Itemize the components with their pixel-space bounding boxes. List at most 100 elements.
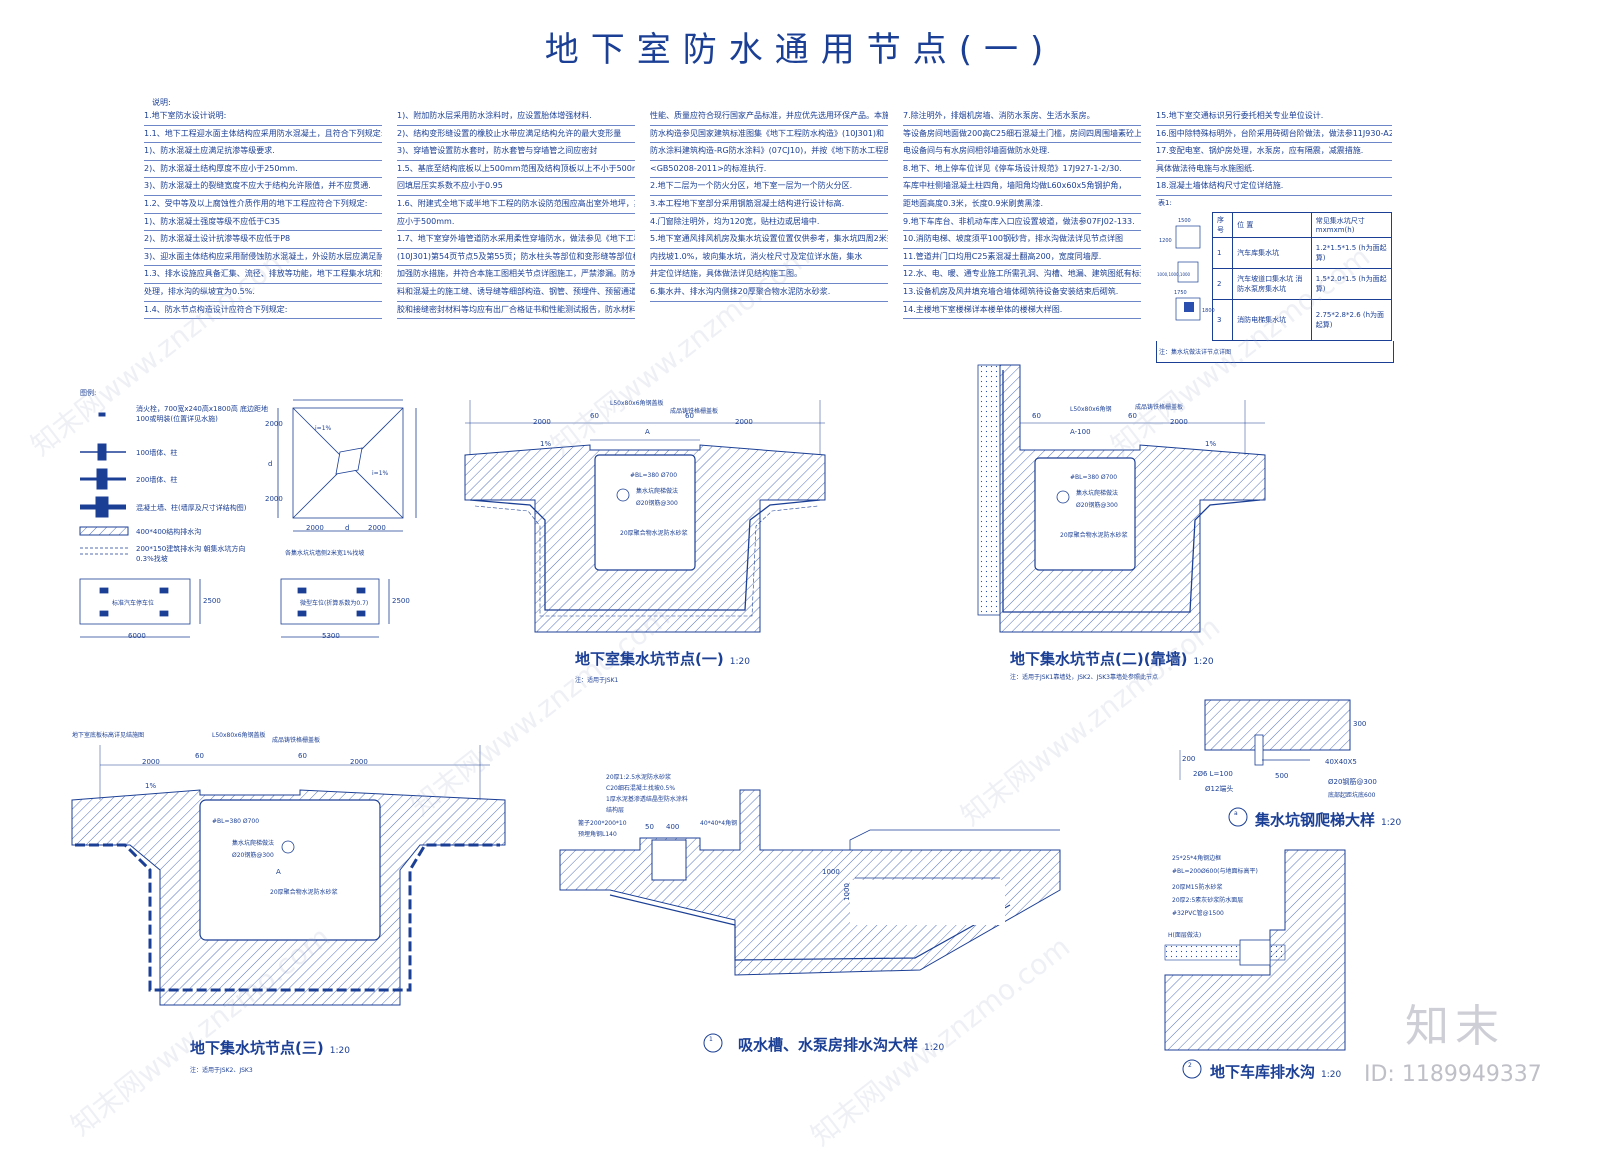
trench-ann-5: #32PVC管@1500 xyxy=(1172,910,1224,917)
note-line: 3)、迎水面主体结构应采用耐侵蚀防水混凝土，外设防水层应满足耐腐蚀要求. xyxy=(144,249,382,267)
parking-micro-label: 微型车位(折算系数为0.7) xyxy=(300,600,369,607)
note-line: 距地面高度0.3米，长度0.9米刷黄黑漆. xyxy=(903,196,1141,214)
ladder-dim-200: 200 xyxy=(1182,755,1196,763)
parking-stalls xyxy=(79,578,390,638)
pit-row-size: 1.2*1.5*1.5 (h为面起算) xyxy=(1310,237,1393,269)
note-line: 17.变配电室、锅炉房处理，水泵房，应有隔震，减震措施. xyxy=(1156,143,1392,161)
detail-2-dim-60a: 60 xyxy=(1032,412,1041,420)
note-line: 16.图中除特殊标明外，台阶采用砖砌台阶做法，做法参11J930-A22-1. xyxy=(1156,126,1392,144)
pit-sketch-dim-5: 1800 xyxy=(1202,308,1215,314)
note-line: 1.3、排水设施应具备汇集、流径、排放等功能，地下工程集水坑和排水沟应做防水 xyxy=(144,266,382,284)
note-line: 12.水、电、暖、通专业施工所需孔洞、沟槽、地漏、建筑图纸有标注只为位置示意. xyxy=(903,266,1141,284)
note-line: <GB50208-2011>的标准执行. xyxy=(650,161,888,179)
sump-scale: 1:20 xyxy=(924,1043,945,1053)
note-line: 2)、防水混凝土结构厚度不应小于250mm. xyxy=(144,161,382,179)
sump-dim-50: 50 xyxy=(645,823,654,831)
note-line: 15.地下室交通标识另行委托相关专业单位设计. xyxy=(1156,108,1392,126)
pit-row-size: 1.5*2.0*1.5 (h为面起算) xyxy=(1310,268,1393,300)
slope-plan xyxy=(277,399,417,532)
sump-ann-5: 篦子200*200*10 xyxy=(578,820,627,827)
notes-column-1: 1.地下室防水设计说明:1.1、地下工程迎水面主体结构应采用防水混凝土，且符合下… xyxy=(144,108,382,320)
note-line: 胶和接缝密封材料等均应有出厂合格证书和性能测试报告，防水材料的质量、 xyxy=(397,302,635,320)
note-line: 1.5、基底至结构底板以上500mm范围及结构顶板以上不小于500mm范围的 xyxy=(397,161,635,179)
note-line: 等设备房间地面做200高C25细石混凝土门槛，房间四周围墙素砼上翻200高. xyxy=(903,126,1141,144)
ladder-dim-end: Ø12端头 xyxy=(1205,785,1234,793)
note-line: 性能、质量应符合现行国家产品标准，并应优先选用环保产品。本施工图未表示的 xyxy=(650,108,888,126)
detail-2-section xyxy=(977,364,1266,633)
detail-3-dim-right: 2000 xyxy=(350,758,368,766)
ladder-label-text: 集水坑钢爬梯大样 xyxy=(1255,811,1376,829)
table-row: 3 消防电梯集水坑 2.75*2.8*2.6 (h为面起算) xyxy=(1211,299,1393,341)
detail-3-grate-label: 成品铸铁格栅盖板 xyxy=(272,737,321,744)
sump-dim-400: 400 xyxy=(666,823,680,831)
sump-ann-4: 结构层 xyxy=(606,807,625,814)
legend-item-concrete-wall: 混凝土墙、柱(墙厚及尺寸详结构图) xyxy=(136,504,247,512)
note-line: 1.2、受中等及以上腐蚀性介质作用的地下工程应符合下列规定: xyxy=(144,196,382,214)
pit-row-position: 消防电梯集水坑 xyxy=(1232,299,1312,341)
detail-3-ladder-label: 集水坑爬梯做法 xyxy=(232,840,275,847)
note-line: 9.地下车库台、非机动车库入口应设置坡道，做法参07FJ02-133. xyxy=(903,214,1141,232)
note-line: 10.消防电梯、坡度须平100钢砂背，排水沟做法详见节点详图 xyxy=(903,231,1141,249)
detail-3-floor-note: 地下室底板标高详见结施图 xyxy=(72,732,145,739)
drawing-canvas xyxy=(71,364,1351,1079)
sump-ann-2: C20细石混凝土找坡0.5% xyxy=(606,785,676,792)
sump-number-circle xyxy=(703,1033,723,1053)
notes-column-5: 15.地下室交通标识另行委托相关专业单位设计.16.图中除特殊标明外，台阶采用砖… xyxy=(1156,108,1392,196)
note-line: (10J301)第54页节点5及第55页；防水柱头等部位和变形缝等部位构造，应 xyxy=(397,249,635,267)
parking-normal-label: 标准汽车停车位 xyxy=(112,600,155,607)
note-line: 1.7、地下室穿外墙管道防水采用柔性穿墙防水，做法参见《地下工程防水构造》 xyxy=(397,231,635,249)
note-line: 防水构造参见国家建筑标准图集《地下工程防水构造》(10J301)和《聚合物水泥 xyxy=(650,126,888,144)
detail-1-rebar-label: Ø20钢筋@300 xyxy=(636,500,678,507)
detail-3-scale: 1:20 xyxy=(329,1046,350,1056)
detail-3-label: 地下集水坑节点(三)1:20 xyxy=(190,1037,350,1058)
detail-3-dim-60a: 60 xyxy=(195,752,204,760)
detail-3-note: 注：适用于JSK2、JSK3 xyxy=(190,1067,253,1074)
pit-row-position: 汽车库集水坑 xyxy=(1232,237,1312,269)
parking-normal-width: 6000 xyxy=(128,632,146,640)
detail-3-slope: 1% xyxy=(145,782,157,790)
note-line: 4.门窗除注明外，均为120宽，贴柱边或居墙中. xyxy=(650,214,888,232)
pit-table-footnote: 注：集水坑做法详节点详图 xyxy=(1156,341,1394,363)
sump-number: 1 xyxy=(709,1036,713,1043)
detail-1-slope: 1% xyxy=(540,440,552,448)
sump-label-text: 吸水槽、水泵房排水沟大样 xyxy=(738,1036,919,1054)
table-row: 2 汽车坡道口集水坑 消防水泵房集水坑 1.5*2.0*1.5 (h为面起算) xyxy=(1211,268,1393,300)
pit-table-header-pos: 位 置 xyxy=(1232,212,1312,238)
legend-graphics xyxy=(79,412,129,555)
note-line: 11.管道井门口均用C25素混凝土翻高200，宽度同墙厚. xyxy=(903,249,1141,267)
sump-dim-angle: 40*40*4角钢 xyxy=(700,820,738,827)
note-line: 3.本工程地下室部分采用钢筋混凝土结构进行设计标高. xyxy=(650,196,888,214)
ladder-dim-300: 300 xyxy=(1353,720,1367,728)
pit-row-no: 3 xyxy=(1211,299,1234,341)
note-line: 1)、防水混凝土应满足抗渗等级要求. xyxy=(144,143,382,161)
pit-size-table: 表1: 1500 1200 1000,1000,1000 1750 1800 序… xyxy=(1156,196,1394,363)
note-line: 1)、防水混凝土强度等级不应低于C35 xyxy=(144,214,382,232)
slope-plan-slope-top: i=1% xyxy=(315,425,332,432)
slope-plan-dim-1: 2000 xyxy=(265,420,283,428)
note-line: 1)、附加防水层采用防水涂料时，应设置胎体增强材料. xyxy=(397,108,635,126)
detail-2-dim-right: 2000 xyxy=(1170,418,1188,426)
ladder-dim-bottom: 底部起距坑底600 xyxy=(1328,792,1376,799)
slope-plan-dim-5: d xyxy=(345,524,350,532)
ladder-scale: 1:20 xyxy=(1381,818,1402,828)
detail-1-section xyxy=(464,400,826,633)
legend-item-100-wall: 100墙体、柱 xyxy=(136,449,178,457)
legend-item-hydrant: 消火栓，700宽x240高x1800高 底边距地100或明装(位置详见水施) xyxy=(136,405,269,423)
note-line: 2)、防水混凝土设计抗渗等级不应低于P8 xyxy=(144,231,382,249)
sump-dim-1000-v: 1000 xyxy=(842,883,851,901)
parking-normal-height: 2500 xyxy=(203,597,221,605)
slope-plan-dim-2: d xyxy=(268,460,273,468)
slope-plan-dim-4: 2000 xyxy=(306,524,324,532)
notes-column-3: 性能、质量应符合现行国家产品标准，并应优先选用环保产品。本施工图未表示的防水构造… xyxy=(650,108,888,302)
note-line: 回填层压实系数不应小于0.95 xyxy=(397,178,635,196)
note-line: 防水涂料建筑构造-RG防水涂料》(07CJ10)，并按《地下防水工程质量验收规范… xyxy=(650,143,888,161)
detail-1-dim-60a: 60 xyxy=(590,412,599,420)
slope-plan-dim-6: 2000 xyxy=(368,524,386,532)
note-line: 料和混凝土的施工缝、诱导缝等细部构造、钢管、预埋件、预留通道接头、桩头、 xyxy=(397,284,635,302)
detail-2-ladder-label: 集水坑爬梯做法 xyxy=(1076,490,1119,497)
pit-sketch-dim-3: 1000,1000,1000 xyxy=(1157,272,1191,277)
pit-sketch-dim-1: 1500 xyxy=(1178,218,1191,224)
note-line: 5.地下室通风排风机房及集水坑设置位置仅供参考，集水坑四周2米范围 xyxy=(650,231,888,249)
sump-ann-3: 1厚水泥基渗透结晶型防水涂料 xyxy=(606,796,688,803)
note-line: 井定位详结施，具体做法详见结构施工图。 xyxy=(650,266,888,284)
